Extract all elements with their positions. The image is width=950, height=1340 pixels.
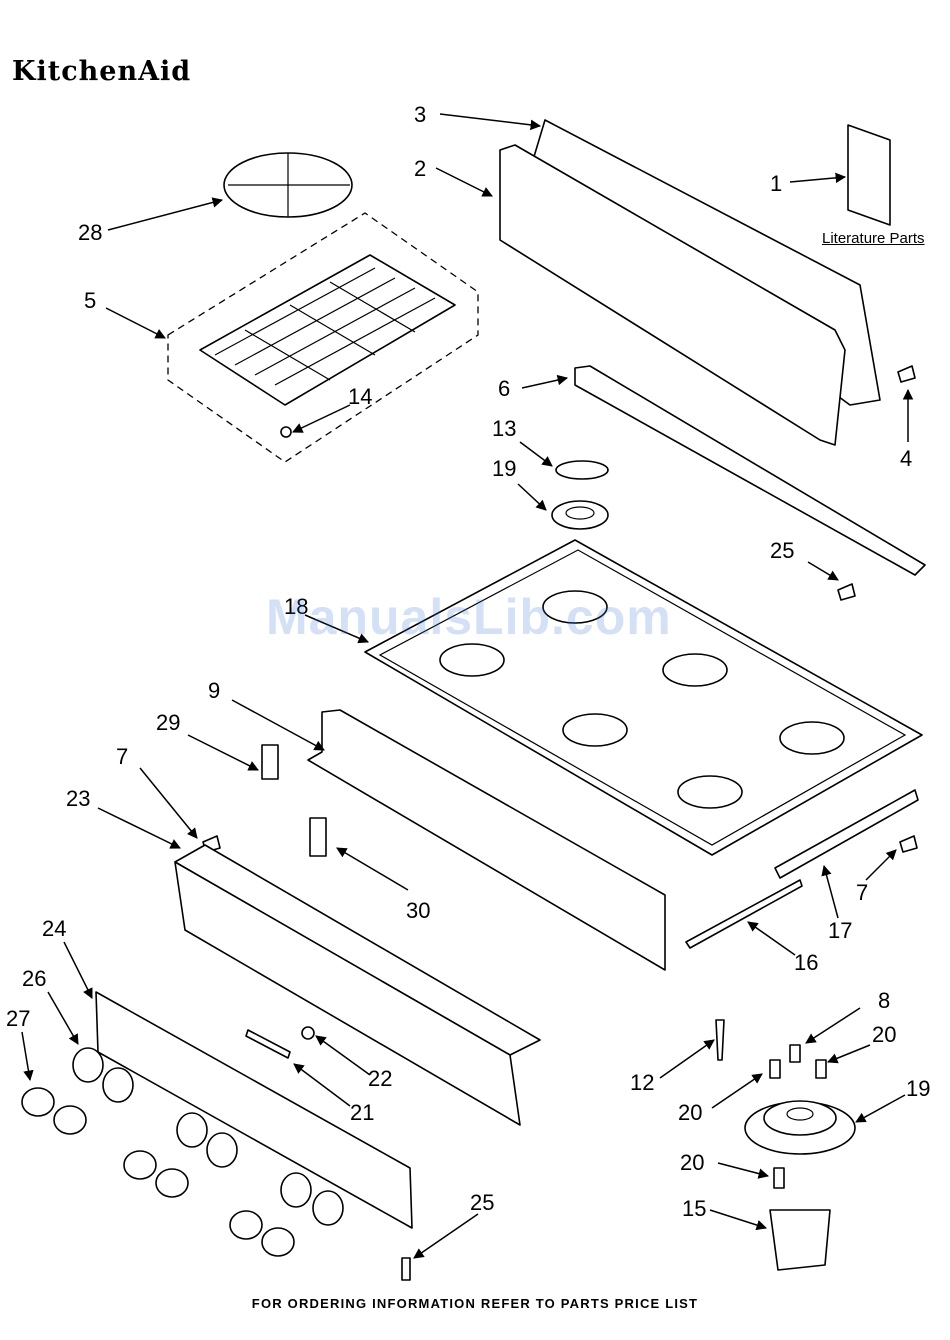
burner-base-part [552,501,608,529]
callout-6: 6 [498,376,510,401]
ordering-footer: FOR ORDERING INFORMATION REFER TO PARTS … [0,1296,950,1311]
callout-12: 12 [630,1070,654,1095]
grate-pad-part [224,153,352,217]
callout-20-right: 20 [872,1022,896,1047]
screw-part [900,836,917,852]
screw-part [898,366,915,382]
literature-booklet-part [848,125,890,225]
burner-cap-part [556,461,608,479]
screw-part [402,1258,410,1280]
callout-26: 26 [22,966,46,991]
grate-assembly-part [168,213,478,462]
spark-module-part [262,745,278,779]
callout-15: 15 [682,1196,706,1221]
screw-part [838,584,855,600]
callout-5: 5 [84,288,96,313]
callout-28: 28 [78,220,102,245]
orifice-part [790,1045,800,1062]
callout-13: 13 [492,416,516,441]
callout-3: 3 [414,102,426,127]
callout-8: 8 [878,988,890,1013]
callout-9: 9 [208,678,220,703]
badge-part [246,1030,290,1058]
burner-base-part [770,1210,830,1270]
electrode-part [716,1020,724,1060]
spark-module-part [310,818,326,856]
backguard-part [500,120,880,445]
watermark: ManualsLib.com [266,588,672,646]
callout-24: 24 [42,916,66,941]
callout-25-upper: 25 [770,538,794,563]
callout-14: 14 [348,384,372,409]
callout-30: 30 [406,898,430,923]
callout-20-lower: 20 [680,1150,704,1175]
seal-strip-part [686,880,802,948]
callout-19-upper: 19 [492,456,516,481]
callout-25-lower: 25 [470,1190,494,1215]
callout-2: 2 [414,156,426,181]
callout-21: 21 [350,1100,374,1125]
callout-7-right: 7 [856,880,868,905]
callout-7-left: 7 [116,744,128,769]
screw-part [770,1060,780,1078]
callout-29: 29 [156,710,180,735]
callout-19-lower: 19 [906,1076,930,1101]
burner-assembly-part [745,1101,855,1154]
callout-16: 16 [794,950,818,975]
callout-22: 22 [368,1066,392,1091]
callout-1: 1 [770,171,782,196]
callout-17: 17 [828,918,852,943]
callout-20-left: 20 [678,1100,702,1125]
callout-23: 23 [66,786,90,811]
screw-part [816,1060,826,1078]
screw-part [774,1168,784,1188]
nut-part [302,1027,314,1039]
callout-27: 27 [6,1006,30,1031]
callout-4: 4 [900,446,912,471]
